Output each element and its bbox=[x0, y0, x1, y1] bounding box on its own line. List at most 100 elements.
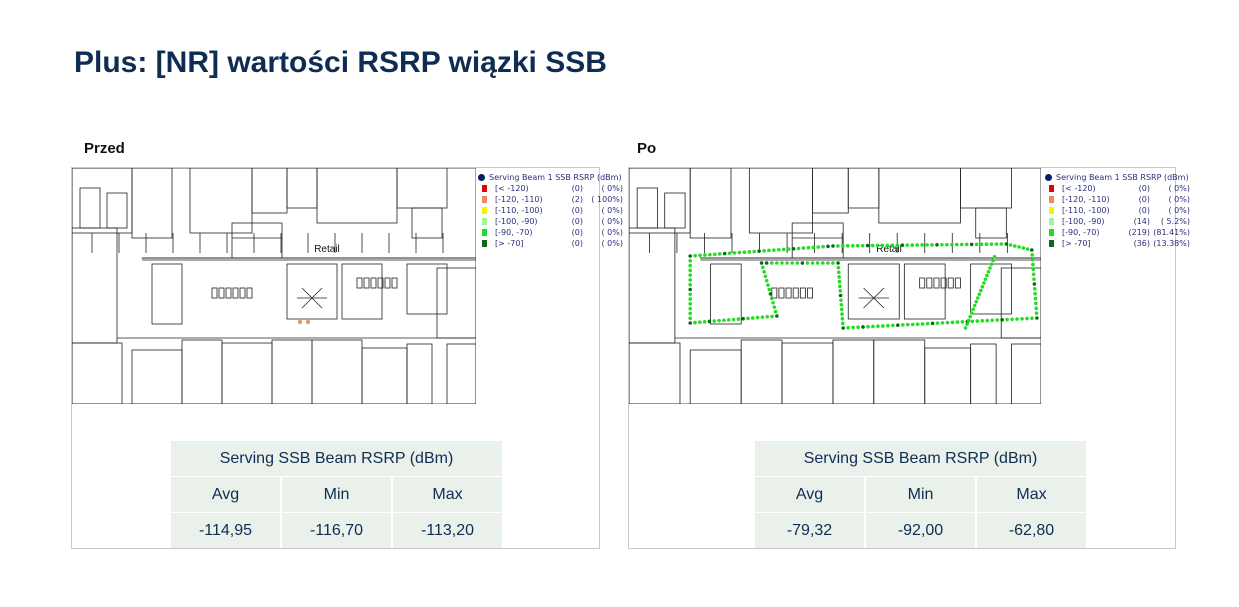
wall bbox=[436, 267, 476, 339]
measurement-point bbox=[769, 261, 774, 265]
measurement-point bbox=[688, 278, 692, 282]
measurement-point bbox=[1025, 316, 1029, 321]
measurement-point bbox=[975, 296, 980, 300]
wall bbox=[181, 339, 223, 404]
value-min: -92,00 bbox=[866, 513, 975, 548]
measurement-point bbox=[762, 249, 766, 253]
legend: Serving Beam 1 SSB RSRP (dBm)[< -120)(0)… bbox=[478, 172, 623, 249]
measurement-point bbox=[839, 307, 844, 312]
wall bbox=[975, 207, 1007, 239]
measurement-point bbox=[974, 299, 979, 304]
wall bbox=[231, 222, 283, 259]
legend-percent: ( 0%) bbox=[601, 184, 623, 193]
measurement-point bbox=[722, 318, 726, 323]
wall bbox=[878, 168, 961, 224]
wall bbox=[131, 349, 183, 404]
legend-range: [-110, -100) bbox=[495, 206, 543, 215]
measurement-point bbox=[712, 319, 717, 323]
measurement-point bbox=[875, 243, 880, 248]
measurement-point bbox=[752, 249, 756, 254]
col-avg: Avg bbox=[171, 477, 280, 512]
measurement-point bbox=[915, 243, 919, 247]
measurement-point bbox=[1020, 316, 1024, 321]
measurement-point bbox=[895, 243, 900, 248]
wall bbox=[72, 227, 118, 344]
measurement-point bbox=[770, 314, 774, 319]
measurement-point bbox=[688, 311, 692, 316]
measurement-point bbox=[945, 242, 949, 247]
measurement-point bbox=[717, 318, 721, 323]
wall bbox=[406, 343, 433, 404]
legend-swatch bbox=[482, 196, 487, 203]
measurement-point bbox=[992, 254, 997, 259]
measurement-point bbox=[930, 321, 935, 326]
measurement-point bbox=[841, 244, 845, 248]
legend-swatch bbox=[1049, 196, 1054, 203]
measurement-point bbox=[767, 287, 772, 292]
measurement-point bbox=[920, 322, 925, 326]
measurement-point bbox=[960, 320, 965, 324]
legend-item: [< -120)(0)( 0%) bbox=[1045, 183, 1190, 194]
measurement-point bbox=[298, 320, 302, 324]
wall bbox=[947, 277, 954, 289]
wall bbox=[771, 287, 778, 299]
measurement-point bbox=[896, 323, 900, 327]
measurement-point bbox=[979, 288, 983, 293]
measurement-point bbox=[1032, 282, 1037, 286]
legend-item: [< -120)(0)( 0%) bbox=[478, 183, 623, 194]
measurement-point bbox=[1032, 287, 1037, 291]
measurement-point bbox=[768, 292, 773, 296]
wall bbox=[873, 339, 926, 404]
wall bbox=[286, 263, 338, 320]
measurement-point bbox=[838, 284, 842, 289]
measurement-point bbox=[722, 251, 727, 256]
measurement-point bbox=[767, 248, 771, 253]
measurement-point bbox=[688, 282, 692, 287]
map-label-retail: Retail bbox=[314, 244, 340, 255]
wall bbox=[919, 277, 926, 289]
wall bbox=[239, 287, 246, 299]
legend-count: (0) bbox=[1138, 206, 1150, 215]
measurement-point bbox=[801, 246, 806, 250]
wall bbox=[799, 287, 806, 299]
measurement-point bbox=[736, 317, 741, 321]
wall bbox=[847, 263, 900, 320]
measurement-point bbox=[1013, 244, 1017, 248]
measurement-point bbox=[989, 262, 994, 267]
measurement-point bbox=[985, 318, 990, 323]
measurement-point bbox=[846, 244, 850, 248]
measurement-point bbox=[1031, 267, 1036, 272]
wall bbox=[812, 168, 849, 214]
measurement-point bbox=[708, 252, 712, 257]
wall bbox=[954, 277, 961, 289]
measurement-point bbox=[688, 316, 692, 321]
legend-item: [-120, -110)(0)( 0%) bbox=[1045, 194, 1190, 205]
measurement-point bbox=[891, 323, 895, 328]
wall bbox=[341, 263, 383, 320]
measurement-point bbox=[764, 261, 769, 265]
measurement-point bbox=[781, 247, 786, 252]
legend-swatch bbox=[1049, 185, 1054, 192]
legend-count: (0) bbox=[571, 217, 583, 226]
measurement-point bbox=[775, 314, 779, 318]
measurement-point bbox=[1032, 277, 1036, 281]
measurement-point bbox=[780, 261, 784, 265]
measurement-point bbox=[762, 270, 766, 274]
measurement-point bbox=[977, 292, 982, 297]
measurement-point bbox=[1017, 245, 1021, 249]
measurement-point bbox=[871, 324, 875, 329]
wall bbox=[664, 192, 686, 229]
legend-percent: (81.41%) bbox=[1153, 228, 1190, 237]
legend-range: [-120, -110) bbox=[1062, 195, 1110, 204]
measurement-point bbox=[885, 243, 890, 248]
measurement-point bbox=[886, 323, 890, 328]
legend-range: [-100, -90) bbox=[1062, 217, 1105, 226]
measurement-point bbox=[757, 249, 761, 253]
measurement-point bbox=[750, 316, 755, 320]
wall bbox=[940, 277, 947, 289]
measurement-point bbox=[975, 319, 980, 323]
measurement-point bbox=[1030, 248, 1034, 252]
measurement-point bbox=[851, 325, 855, 330]
legend-title: Serving Beam 1 SSB RSRP (dBm) bbox=[1045, 172, 1190, 183]
